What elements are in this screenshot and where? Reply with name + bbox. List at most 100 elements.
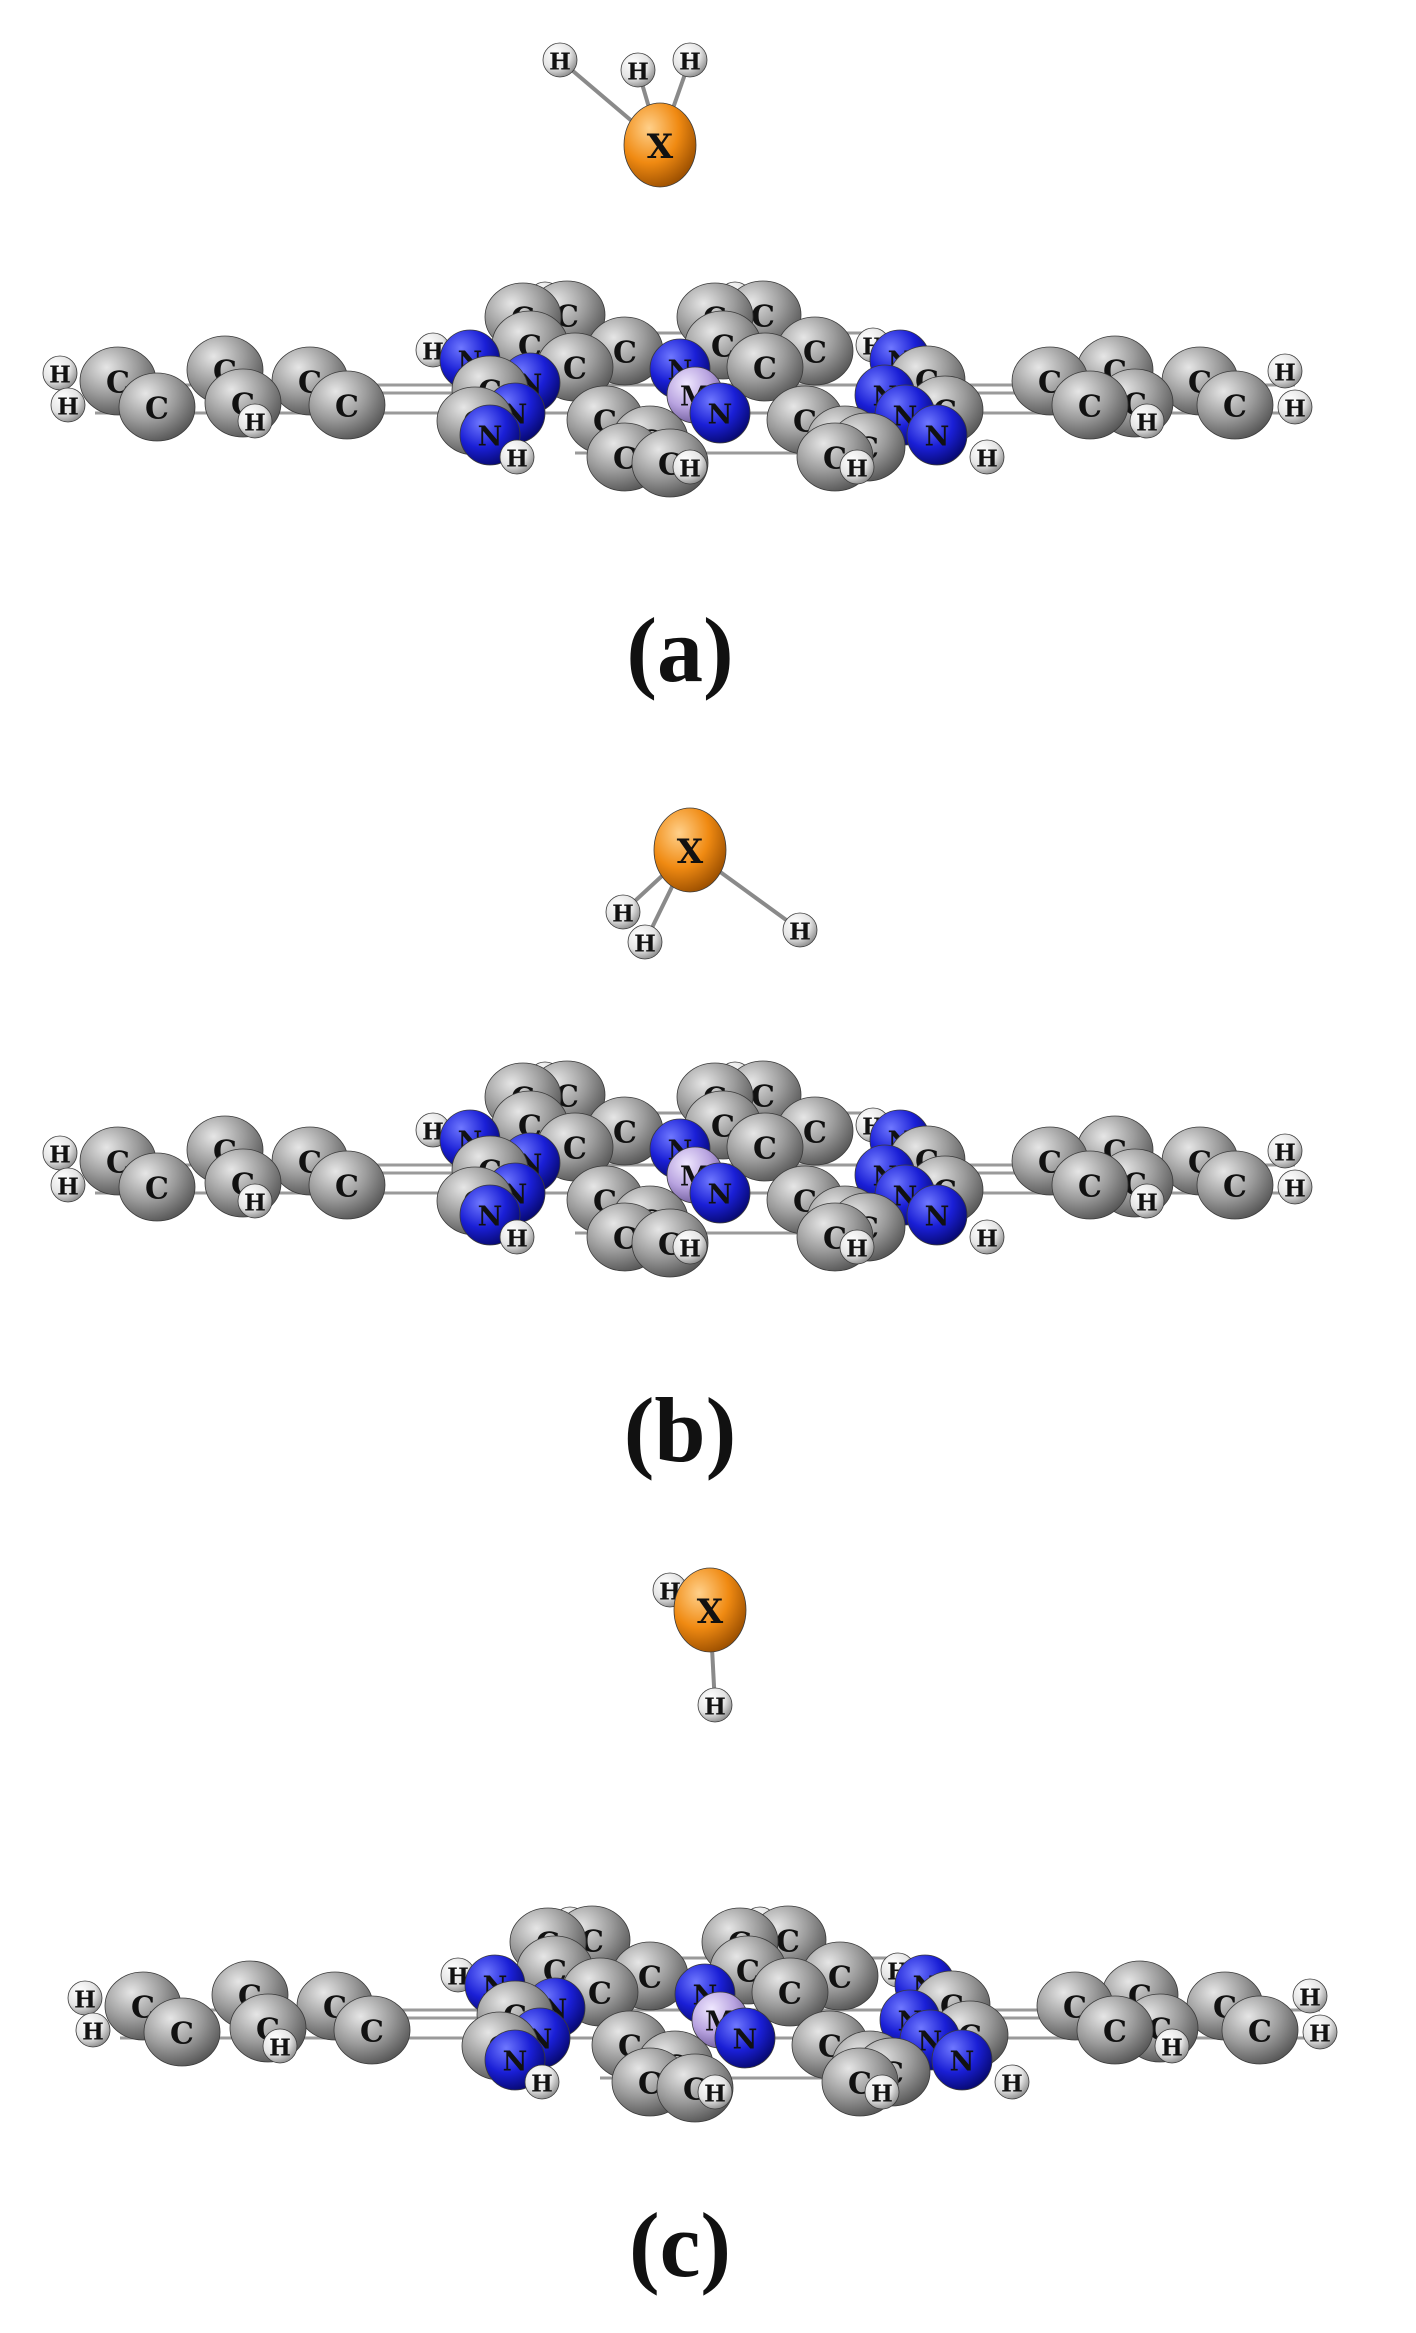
hydrogen-symbol: H [447,1964,469,1991]
hydrogen-symbol: H [679,49,701,76]
carbon-symbol: C [613,442,637,477]
hydrogen-symbol: H [269,2035,291,2062]
hydrogen-symbol: H [704,1694,726,1721]
hydrogen-atom: H [620,52,656,88]
hydrogen-atom: H [499,1219,535,1255]
adsorbate-molecule: H H H X [542,42,708,188]
carbon-symbol: C [638,1961,662,1996]
hydrogen-atom: H [237,1183,273,1219]
nitrogen-symbol: N [925,1202,950,1233]
hydrogen-atom: H [237,403,273,439]
substrate-macrocycle: HHCCCCCCHHCCNNCCNCCHHCCCCCNCMNCCHCCCCHCN… [67,1905,1338,2123]
hydrogen-symbol: H [49,1142,71,1169]
hydrogen-symbol: H [871,2081,893,2108]
hydrogen-atom: H [864,2074,900,2110]
carbon-symbol: C [170,2017,194,2052]
hydrogen-symbol: H [846,456,868,483]
hydrogen-symbol: H [1309,2021,1331,2048]
nitrogen-atom: N [689,382,751,444]
carbon-atom: C [726,332,804,402]
hydrogen-atom: H [1292,1978,1328,2014]
hydrogen-symbol: H [976,446,998,473]
hydrogen-atom: H [524,2064,560,2100]
hydrogen-symbol: H [679,456,701,483]
carbon-symbol: C [751,300,775,335]
nitrogen-atom: N [906,404,968,466]
nitrogen-symbol: N [950,2047,975,2078]
adsorbate-molecule: HHX [652,1567,747,1723]
adsorbate-symbol: X [697,1592,724,1632]
carbon-symbol: C [778,1977,802,2012]
adsorbate-symbol: X [677,832,704,872]
hydrogen-symbol: H [506,446,528,473]
hydrogen-symbol: H [422,339,444,366]
carbon-atom: C [1051,370,1129,440]
nitrogen-atom: N [906,1184,968,1246]
hydrogen-symbol: H [506,1226,528,1253]
carbon-atom: C [1196,1150,1274,1220]
hydrogen-atom: H [42,1135,78,1171]
nitrogen-symbol: N [925,422,950,453]
carbon-symbol: C [753,352,777,387]
carbon-symbol: C [828,1961,852,1996]
carbon-atom: C [118,1152,196,1222]
nitrogen-symbol: N [503,2047,528,2078]
hydrogen-symbol: H [1161,2035,1183,2062]
hydrogen-atom: H [1154,2028,1190,2064]
hydrogen-symbol: H [1299,1985,1321,2012]
carbon-symbol: C [776,1925,800,1960]
nitrogen-atom: N [931,2029,993,2091]
hydrogen-symbol: H [1136,1190,1158,1217]
carbon-atom: C [751,1957,829,2027]
hydrogen-atom: H [67,1980,103,2016]
carbon-atom: C [333,1995,411,2065]
nitrogen-symbol: N [708,1180,733,1211]
nitrogen-symbol: N [478,1202,503,1233]
panel-label-b: (b) [624,1379,736,1481]
carbon-symbol: C [1078,1170,1102,1205]
carbon-atom: C [143,1997,221,2067]
hydrogen-symbol: H [549,49,571,76]
hydrogen-atom: H [50,1167,86,1203]
adsorbate-symbol: X [647,127,674,167]
hydrogen-atom: H [499,439,535,475]
hydrogen-atom: H [605,894,641,930]
hydrogen-atom: H [1129,403,1165,439]
carbon-symbol: C [803,336,827,371]
carbon-symbol: C [1223,390,1247,425]
hydrogen-symbol: H [976,1226,998,1253]
hydrogen-atom: H [697,1687,733,1723]
adsorbate-atom: X [623,102,697,188]
hydrogen-atom: H [1129,1183,1165,1219]
hydrogen-atom: H [542,42,578,78]
carbon-symbol: C [1103,2015,1127,2050]
hydrogen-symbol: H [1274,1140,1296,1167]
carbon-symbol: C [335,390,359,425]
hydrogen-symbol: H [422,1119,444,1146]
carbon-symbol: C [613,1222,637,1257]
hydrogen-symbol: H [244,410,266,437]
hydrogen-symbol: H [846,1236,868,1263]
hydrogen-symbol: H [627,59,649,86]
nitrogen-symbol: N [708,400,733,431]
hydrogen-symbol: H [1284,1176,1306,1203]
hydrogen-symbol: H [531,2071,553,2098]
carbon-symbol: C [588,1977,612,2012]
panels: HHHXHHCCCCCCHHCCNNCCNCCHHCCCCCNCMNCCHCCC… [42,42,1338,2296]
carbon-atom: C [726,1112,804,1182]
hydrogen-atom: H [42,355,78,391]
carbon-symbol: C [803,1116,827,1151]
hydrogen-atom: H [994,2064,1030,2100]
hydrogen-atom: H [1302,2014,1338,2050]
carbon-atom: C [1076,1995,1154,2065]
hydrogen-atom: H [1277,389,1313,425]
carbon-symbol: C [1248,2015,1272,2050]
substrate-macrocycle: HHCCCCCCHHCCNNCCNCCHHCCCCCNCMNCCHCCCCHCN… [42,1060,1313,1278]
panel-a: HHHXHHCCCCCCHHCCNNCCNCCHHCCCCCNCMNCCHCCC… [42,42,1313,701]
hydrogen-symbol: H [49,362,71,389]
hydrogen-atom: H [672,449,708,485]
hydrogen-atom: H [672,42,708,78]
carbon-symbol: C [360,2015,384,2050]
carbon-symbol: C [753,1132,777,1167]
